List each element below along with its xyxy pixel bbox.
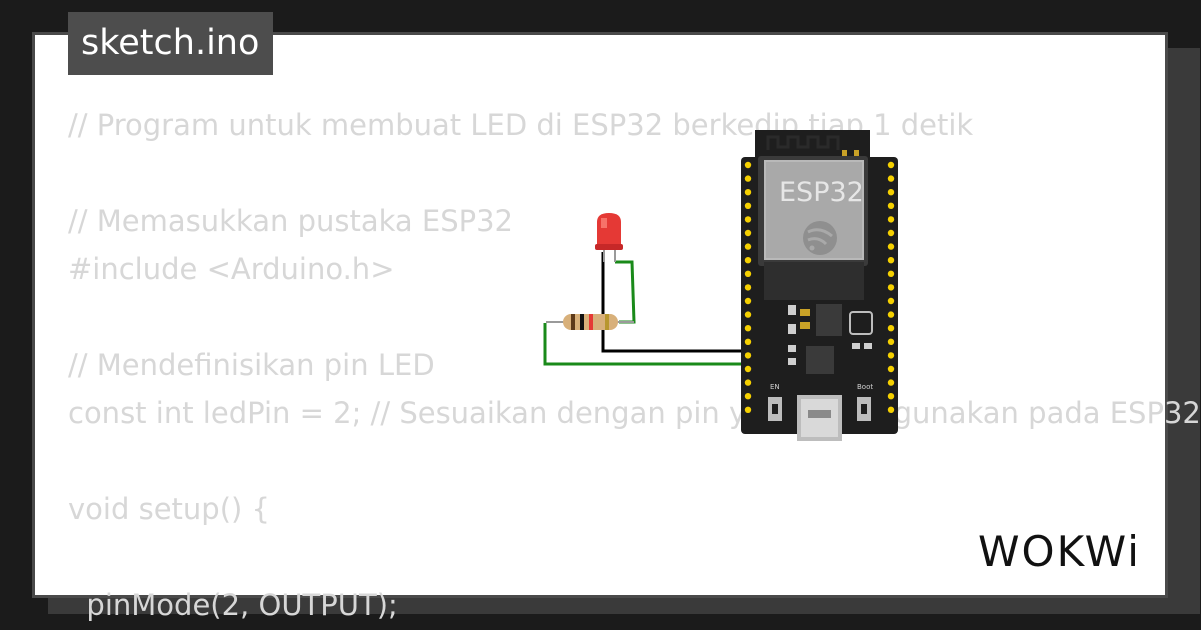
led-highlight: [601, 218, 607, 228]
header-pin[interactable]: [887, 406, 895, 413]
left-pin-header: [744, 161, 752, 413]
header-pin[interactable]: [887, 365, 895, 373]
usb-chip: [806, 346, 834, 374]
green-wire-led-to-resistor[interactable]: [615, 260, 636, 324]
en-button-cap: [772, 404, 778, 414]
header-pin[interactable]: [744, 338, 752, 345]
header-pin[interactable]: [744, 202, 752, 209]
resistor-band: [571, 314, 575, 330]
header-pin[interactable]: [744, 270, 752, 277]
header-pin[interactable]: [887, 161, 895, 169]
header-pin[interactable]: [744, 406, 752, 413]
header-pin[interactable]: [887, 297, 895, 305]
header-pin[interactable]: [744, 161, 752, 169]
header-pin[interactable]: [887, 325, 895, 332]
header-pin[interactable]: [887, 379, 895, 386]
header-pin[interactable]: [887, 202, 895, 209]
file-tab[interactable]: sketch.ino: [68, 12, 274, 75]
antenna-trace: [766, 135, 840, 150]
smd-component: [864, 343, 872, 349]
antenna-pad: [854, 150, 859, 156]
header-pin[interactable]: [887, 393, 895, 400]
header-pin[interactable]: [744, 379, 752, 386]
antenna-pad: [842, 150, 847, 156]
code-line: // Mendefinisikan pin LED: [68, 348, 435, 382]
header-pin[interactable]: [887, 311, 895, 318]
black-wire-led-to-gnd[interactable]: [601, 252, 748, 353]
header-pin[interactable]: [744, 311, 752, 318]
resistor-band: [605, 314, 609, 330]
header-pin[interactable]: [887, 284, 895, 291]
espressif-icon: [803, 221, 837, 255]
boot-label: Boot: [857, 383, 873, 391]
header-pin[interactable]: [887, 352, 895, 359]
antenna-area: [755, 130, 870, 157]
code-line: void setup() {: [68, 492, 270, 526]
smd-component: [849, 311, 873, 335]
header-pin[interactable]: [744, 297, 752, 305]
smd-component: [852, 343, 860, 349]
header-pin[interactable]: [744, 325, 752, 332]
header-pin[interactable]: [887, 338, 895, 345]
header-pin[interactable]: [744, 175, 752, 182]
header-pin[interactable]: [744, 393, 752, 400]
usb-port-slot: [808, 410, 831, 418]
header-pin[interactable]: [887, 175, 895, 182]
esp32-board[interactable]: ESP32 EN Boot: [741, 130, 898, 441]
right-pin-header: [887, 161, 895, 413]
header-pin[interactable]: [744, 229, 752, 237]
resistor-band: [589, 314, 593, 330]
wokwi-logo: WOKWi: [978, 527, 1141, 576]
wokwi-logo-text: WOKWi: [978, 527, 1141, 576]
smd-component: [800, 309, 810, 316]
led-base: [595, 244, 623, 250]
header-pin[interactable]: [744, 243, 752, 250]
resistor-band: [580, 314, 584, 330]
smd-component: [788, 324, 796, 334]
header-pin[interactable]: [744, 365, 752, 373]
code-line: // Memasukkan pustaka ESP32: [68, 204, 514, 238]
header-pin[interactable]: [744, 284, 752, 291]
en-label: EN: [770, 383, 780, 391]
header-pin[interactable]: [887, 257, 895, 264]
smd-component: [788, 358, 796, 365]
header-pin[interactable]: [744, 257, 752, 264]
header-pin[interactable]: [887, 270, 895, 277]
module-base: [764, 262, 864, 300]
header-pin[interactable]: [744, 189, 752, 196]
code-line: // Program untuk membuat LED di ESP32 be…: [68, 108, 974, 142]
header-pin[interactable]: [887, 243, 895, 250]
boot-button-cap: [861, 404, 867, 414]
voltage-regulator: [816, 304, 842, 336]
smd-component: [788, 305, 796, 315]
board-name: ESP32: [779, 177, 864, 208]
led-body: [597, 213, 621, 246]
header-pin[interactable]: [887, 216, 895, 223]
smd-component: [800, 322, 810, 329]
header-pin[interactable]: [744, 352, 752, 359]
header-pin[interactable]: [744, 216, 752, 223]
resistor[interactable]: [546, 314, 634, 330]
code-line: pinMode(2, OUTPUT);: [68, 588, 398, 622]
code-line: #include <Arduino.h>: [68, 252, 395, 286]
led[interactable]: [595, 213, 623, 262]
header-pin[interactable]: [887, 189, 895, 196]
smd-component: [788, 345, 796, 352]
header-pin[interactable]: [887, 229, 895, 237]
